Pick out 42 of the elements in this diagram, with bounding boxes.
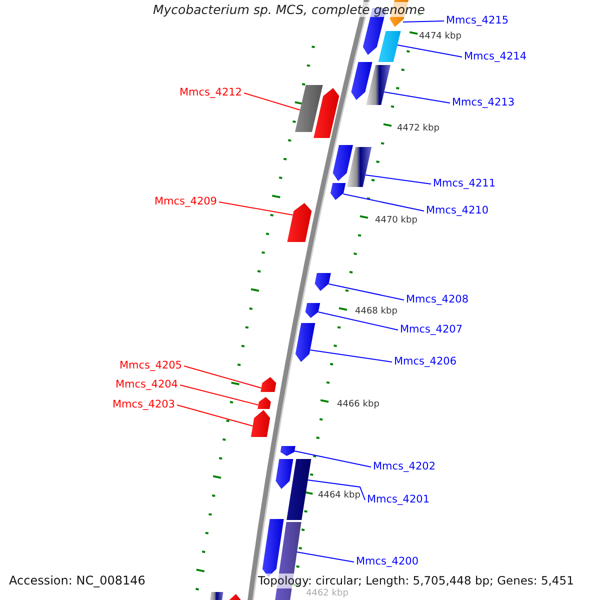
gene-label: Mmcs_4200 bbox=[356, 556, 419, 568]
gene-label: Mmcs_4204 bbox=[115, 378, 178, 392]
gene-label: Mmcs_4210 bbox=[426, 204, 489, 218]
gene-label: Mmcs_4214 bbox=[464, 50, 527, 64]
scale-label: 4462 kbp bbox=[306, 588, 348, 600]
scale-label: 4464 kbp bbox=[318, 490, 360, 502]
gene-label: Mmcs_4209 bbox=[154, 196, 217, 208]
gene-block bbox=[295, 323, 316, 362]
gene-block bbox=[330, 183, 346, 200]
gene-block bbox=[280, 446, 296, 456]
gene-block bbox=[346, 147, 372, 187]
info-text: Topology: circular; Length: 5,705,448 bp; Genes: 5,451 bbox=[258, 574, 574, 588]
gene-block bbox=[226, 594, 242, 600]
scale-label: 4472 kbp bbox=[397, 122, 440, 136]
gene-block bbox=[276, 459, 294, 489]
scale-label: 4468 kbp bbox=[355, 306, 398, 318]
gene-block bbox=[351, 62, 372, 100]
gene-block bbox=[332, 145, 353, 181]
gene-block bbox=[295, 85, 323, 132]
gene-label: Mmcs_4212 bbox=[179, 86, 242, 100]
info-text: Accession: NC_008146 bbox=[9, 574, 146, 588]
gene-label: Mmcs_4202 bbox=[373, 460, 436, 474]
gene-block bbox=[305, 303, 320, 318]
gene-block bbox=[378, 31, 401, 62]
scale-label: 4466 kbp bbox=[337, 398, 380, 412]
gene-label: Mmcs_4201 bbox=[367, 494, 430, 506]
scale-label: 4470 kbp bbox=[375, 214, 418, 228]
gene-block bbox=[208, 592, 224, 600]
gene-block bbox=[314, 88, 340, 138]
gene-label: Mmcs_4205 bbox=[119, 360, 182, 372]
gene-block bbox=[366, 65, 390, 105]
scale-label: 4474 kbp bbox=[419, 30, 462, 44]
gene-block bbox=[260, 377, 276, 392]
gene-label: Mmcs_4206 bbox=[394, 356, 457, 368]
gene-label: Mmcs_4211 bbox=[433, 178, 496, 190]
gene-label: Mmcs_4208 bbox=[406, 294, 469, 306]
gene-block bbox=[287, 203, 312, 242]
gene-label: Mmcs_4215 bbox=[446, 14, 509, 28]
gene-label: Mmcs_4203 bbox=[112, 398, 175, 412]
gene-block bbox=[314, 273, 331, 291]
gene-label: Mmcs_4207 bbox=[400, 324, 463, 336]
gene-label: Mmcs_4213 bbox=[452, 96, 515, 110]
